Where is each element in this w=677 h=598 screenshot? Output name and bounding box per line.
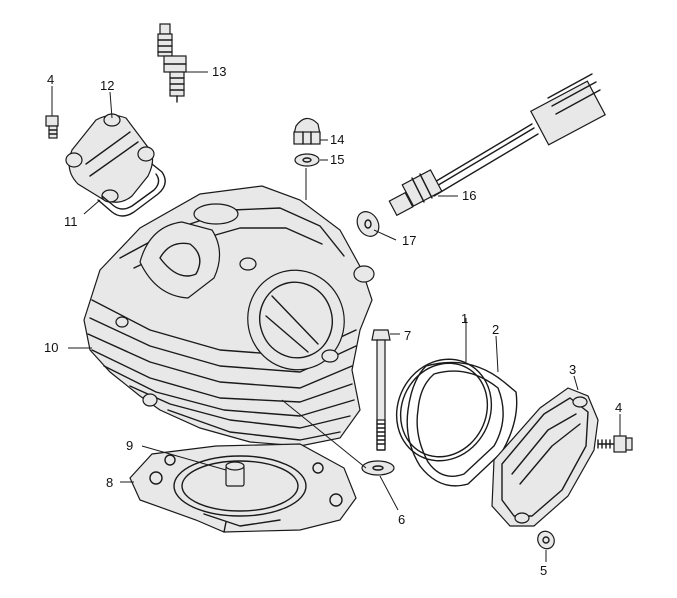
callout-9: 9 — [126, 438, 133, 453]
bolt-right — [597, 435, 633, 453]
callout-7: 7 — [404, 328, 411, 343]
bolt-top-left — [45, 115, 59, 139]
dowel-pin — [225, 461, 245, 487]
callout-17: 17 — [402, 233, 416, 248]
valve-cover — [65, 113, 155, 203]
callout-12: 12 — [100, 78, 114, 93]
side-cover — [491, 387, 599, 527]
cap-nut — [293, 117, 321, 145]
callout-6: 6 — [398, 512, 405, 527]
callout-13: 13 — [212, 64, 226, 79]
washer-cover — [537, 530, 555, 550]
callout-10: 10 — [44, 340, 58, 355]
callout-labels: 1 2 3 4 4 5 6 7 8 9 10 11 12 13 14 15 16… — [44, 64, 622, 578]
callout-2: 2 — [492, 322, 499, 337]
valve-cover-gasket — [97, 163, 166, 217]
washer-small — [294, 153, 320, 167]
head-gasket — [129, 443, 357, 533]
callout-5: 5 — [540, 563, 547, 578]
callout-4-right: 4 — [615, 400, 622, 415]
side-gasket — [406, 361, 518, 487]
callout-16: 16 — [462, 188, 476, 203]
long-bolt — [371, 329, 391, 451]
callout-15: 15 — [330, 152, 344, 167]
callout-1: 1 — [461, 311, 468, 326]
callout-14: 14 — [330, 132, 344, 147]
washer-sensor — [356, 211, 380, 237]
cylinder-head — [83, 185, 375, 447]
spark-plug — [157, 23, 187, 103]
leader-lines — [51, 71, 621, 562]
callout-4-top: 4 — [47, 72, 54, 87]
temperature-sensor — [388, 73, 606, 217]
callout-3: 3 — [569, 362, 576, 377]
callout-8: 8 — [106, 475, 113, 490]
washer-bolt — [281, 399, 395, 476]
callout-11: 11 — [64, 214, 78, 229]
